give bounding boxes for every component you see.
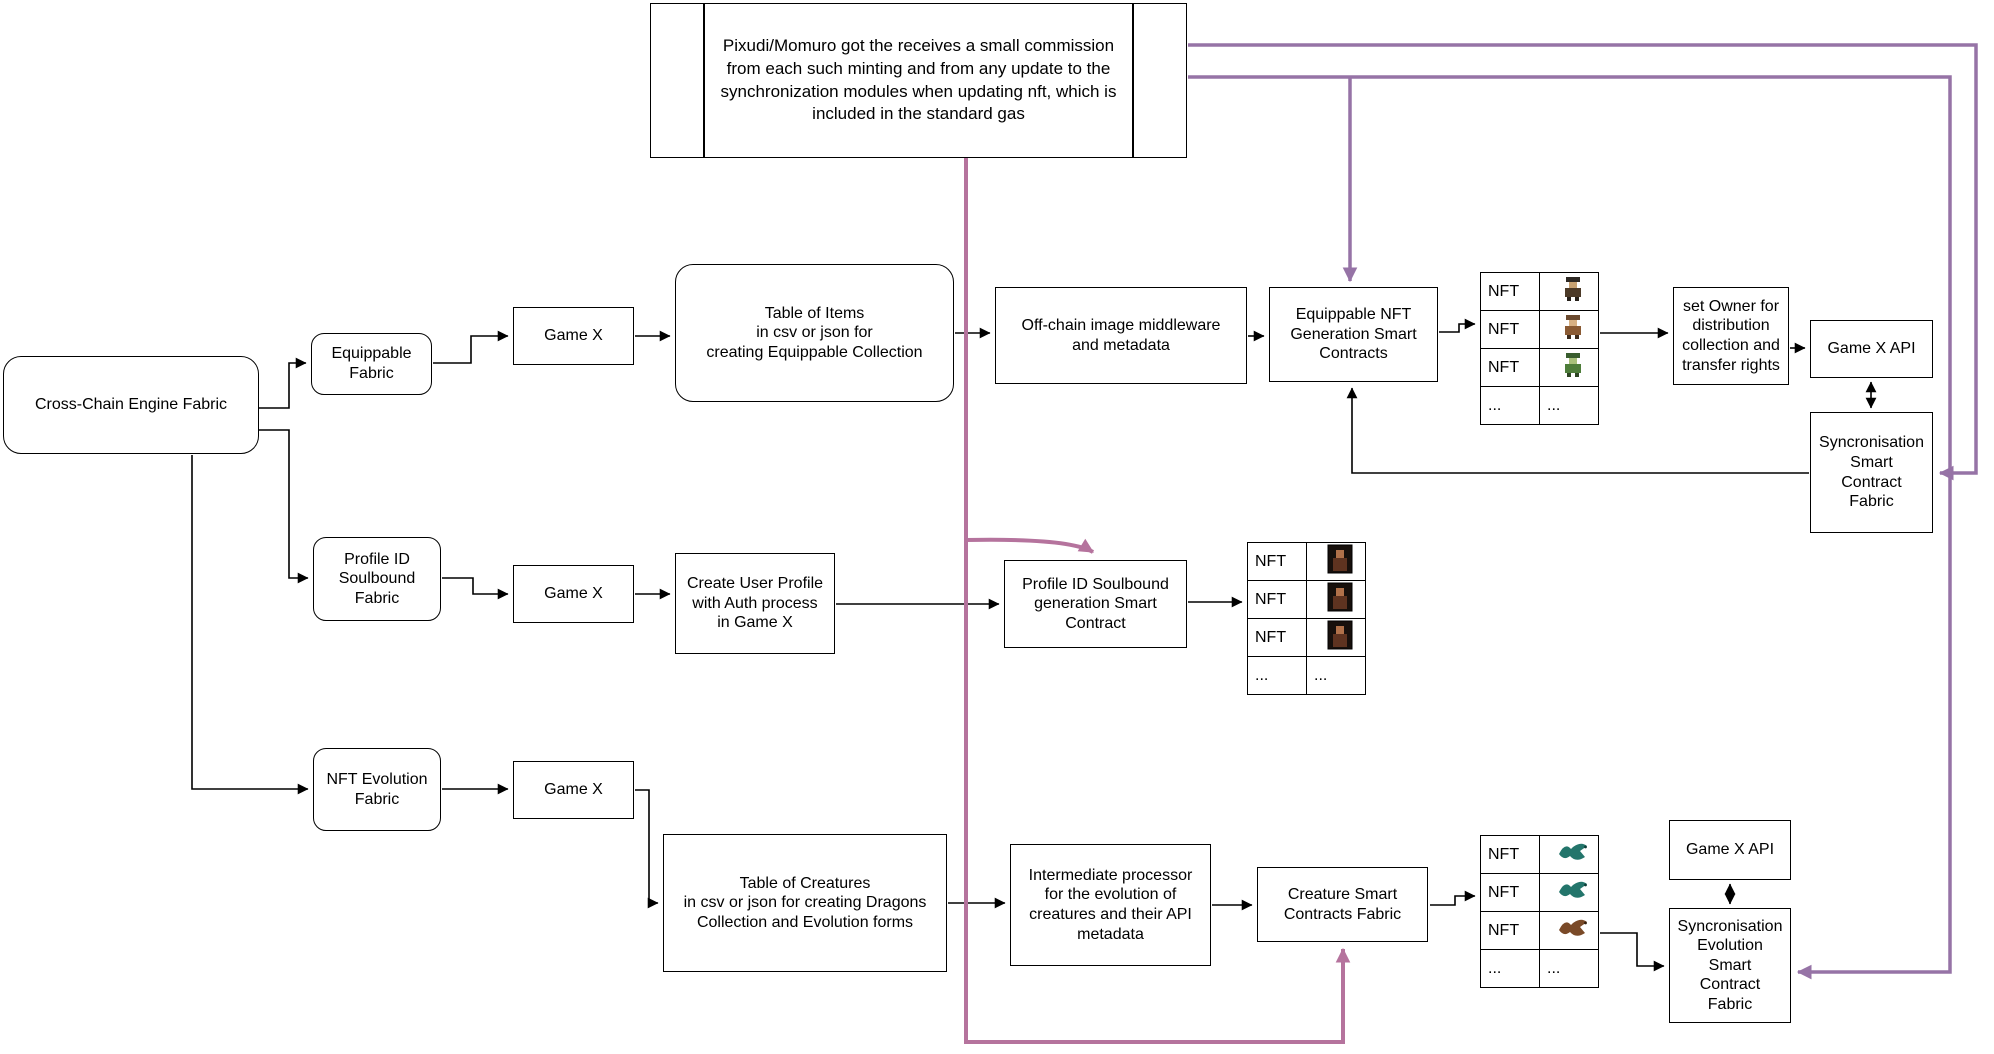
node-game-x-profile: Game X [513,565,634,623]
nft-ellipsis: ... [1480,949,1540,988]
table-row: NFT [1480,835,1599,874]
nft-ellipsis: ... [1480,386,1540,425]
node-creature-smart-contracts-fabric: Creature Smart Contracts Fabric [1257,867,1428,942]
commission-note: Pixudi/Momuro got the receives a small c… [650,3,1187,158]
nft-image-cell [1539,310,1599,349]
nft-table-equippable: NFT NFT NFT ... . [1480,272,1599,425]
table-row: NFT [1480,348,1599,387]
nft-label: NFT [1480,272,1540,311]
purple-link-to-sync-fabric [1188,43,1978,481]
table-row: NFT [1480,873,1599,912]
character-brown-icon [1559,313,1587,341]
dragon-brown-icon [1556,916,1590,940]
table-row: NFT [1247,542,1366,581]
nft-label: NFT [1480,873,1540,912]
pink-link-to-profile-generation [965,537,1095,554]
nft-label: NFT [1247,618,1307,657]
pink-link-main [964,157,1351,1044]
portrait-icon [1327,582,1353,612]
portrait-icon [1327,544,1353,574]
nft-image-cell [1539,272,1599,311]
node-set-owner: set Owner for distribution collection an… [1673,287,1789,385]
nft-ellipsis: ... [1539,386,1599,425]
nft-ellipsis: ... [1306,656,1366,695]
nft-label: NFT [1480,310,1540,349]
node-table-of-items: Table of Items in csv or json for creati… [675,264,954,402]
node-nft-evolution-fabric: NFT Evolution Fabric [313,748,441,831]
portrait-icon [1327,620,1353,650]
nft-image-cell [1306,618,1366,657]
note-left-bar [703,4,705,157]
table-row: NFT [1480,911,1599,950]
node-table-of-creatures: Table of Creatures in csv or json for cr… [663,834,947,972]
table-row: NFT [1480,272,1599,311]
nft-image-cell [1539,348,1599,387]
node-game-x-evolution: Game X [513,761,634,819]
nft-image-cell [1539,835,1599,874]
note-right-bar [1132,4,1134,157]
nft-label: NFT [1480,835,1540,874]
dragon-teal-icon [1556,840,1590,864]
nft-image-cell [1306,580,1366,619]
node-create-user-profile: Create User Profile with Auth process in… [675,553,835,654]
dragon-teal-icon [1556,878,1590,902]
table-row: NFT [1247,618,1366,657]
node-game-x-api-bottom: Game X API [1669,820,1791,880]
table-row: ... ... [1247,656,1366,695]
commission-note-text: Pixudi/Momuro got the receives a small c… [720,35,1117,124]
node-cross-chain-engine-fabric: Cross-Chain Engine Fabric [3,356,259,454]
nft-image-cell [1539,911,1599,950]
character-green-icon [1559,351,1587,379]
nft-table-profile: NFT NFT NFT ... . [1247,542,1366,695]
nft-ellipsis: ... [1247,656,1307,695]
nft-label: NFT [1480,348,1540,387]
node-equippable-nft-generation: Equippable NFT Generation Smart Contract… [1269,287,1438,382]
table-row: NFT [1247,580,1366,619]
node-equippable-fabric: Equippable Fabric [311,333,432,395]
node-profile-id-soulbound-fabric: Profile ID Soulbound Fabric [313,537,441,621]
node-syncronisation-evolution-fabric: Syncronisation Evolution Smart Contract … [1669,908,1791,1023]
node-game-x-api-top: Game X API [1810,320,1933,378]
character-dark-icon [1559,275,1587,303]
nft-label: NFT [1247,542,1307,581]
nft-label: NFT [1247,580,1307,619]
nft-label: NFT [1480,911,1540,950]
nft-image-cell [1306,542,1366,581]
purple-link-to-sync-evolution [1188,75,1952,980]
nft-image-cell [1539,873,1599,912]
nft-table-evolution: NFT NFT NFT ... . [1480,835,1599,988]
table-row: NFT [1480,310,1599,349]
node-profile-id-soulbound-generation: Profile ID Soulbound generation Smart Co… [1004,560,1187,648]
node-syncronisation-smart-contract-fabric: Syncronisation Smart Contract Fabric [1810,412,1933,533]
node-intermediate-processor: Intermediate processor for the evolution… [1010,844,1211,966]
table-row: ... ... [1480,949,1599,988]
node-offchain-middleware: Off-chain image middleware and metadata [995,287,1247,384]
table-row: ... ... [1480,386,1599,425]
nft-ellipsis: ... [1539,949,1599,988]
node-game-x-equippable: Game X [513,307,634,365]
